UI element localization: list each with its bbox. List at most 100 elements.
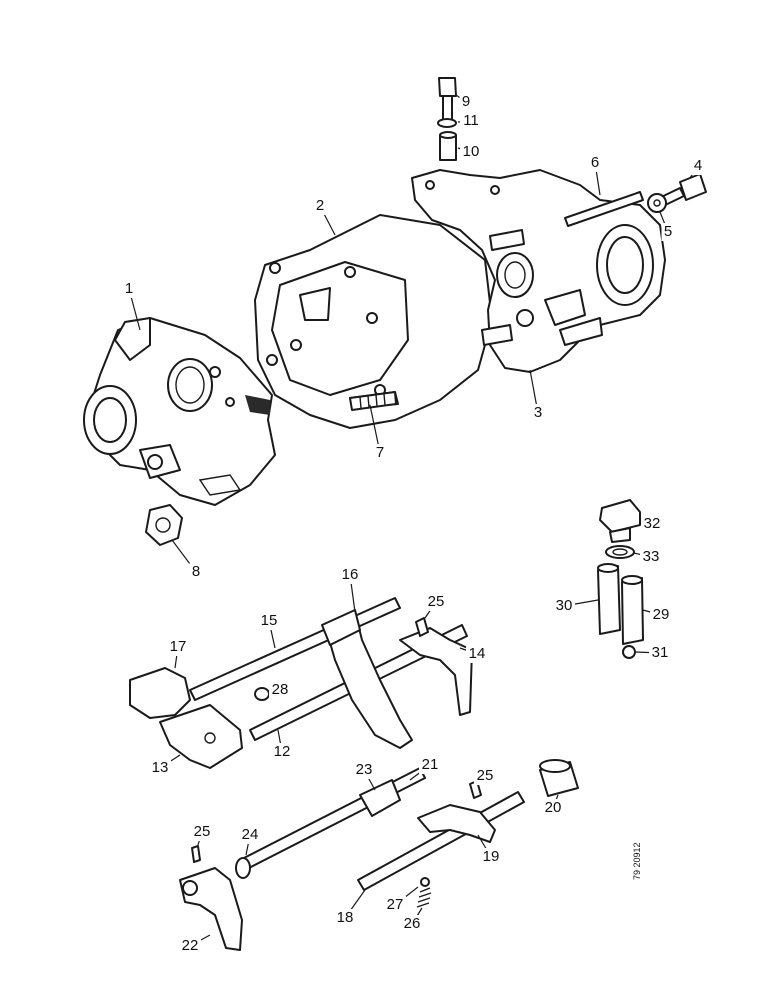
- callout-label: 30: [556, 597, 573, 614]
- callout-label: 28: [272, 681, 289, 698]
- callout-label: 32: [644, 515, 661, 532]
- part-17-selector-bracket: [129, 667, 191, 719]
- callout-label: 33: [643, 548, 660, 565]
- callout-label: 24: [242, 826, 259, 843]
- part-23-selector-block: [359, 779, 401, 817]
- callout-label: 22: [182, 937, 199, 954]
- callout-label: 16: [342, 566, 359, 583]
- callout-label-bg: [474, 767, 496, 785]
- part-9-bolt: [438, 77, 457, 121]
- callout-label-bg: [239, 826, 261, 844]
- callout-label-bg: [649, 644, 671, 662]
- part-24-circlip: [235, 857, 251, 879]
- part-20-bush: [539, 759, 579, 797]
- callout-label: 8: [192, 563, 200, 580]
- callout-label: 25: [194, 823, 211, 840]
- callout-label: 4: [694, 157, 702, 174]
- part-28-interlock-pin: [254, 687, 270, 701]
- callout-label-bg: [339, 566, 361, 584]
- callout-label: 18: [337, 909, 354, 926]
- callout-label-bg: [588, 154, 602, 172]
- callout-label: 29: [653, 606, 670, 623]
- part-6-long-bolt: [564, 191, 644, 227]
- part-31-ball: [622, 645, 636, 659]
- drawing-reference: 79 20912: [632, 842, 642, 880]
- callout-label-bg: [553, 597, 575, 615]
- callout-label: 17: [170, 638, 187, 655]
- callout-label: 23: [356, 761, 373, 778]
- callout-label: 26: [404, 915, 421, 932]
- callout-label: 27: [387, 896, 404, 913]
- part-27-ball: [420, 877, 430, 887]
- callout-label-bg: [122, 280, 136, 298]
- part-22-selector-fork: [179, 867, 243, 951]
- callout-label-bg: [425, 593, 447, 611]
- part-32-switch: [599, 499, 641, 543]
- callout-label: 7: [376, 444, 384, 461]
- callout-label-bg: [460, 143, 482, 161]
- part-25-roll-pin-b: [191, 845, 201, 863]
- part-11-washer: [437, 118, 457, 128]
- callout-label: 20: [545, 799, 562, 816]
- part-19-selector-fork: [417, 804, 496, 843]
- callout-label-bg: [384, 896, 406, 914]
- part-13-selector-bracket: [159, 704, 243, 769]
- callout-label: 11: [463, 112, 479, 129]
- callout-label: 6: [591, 154, 599, 171]
- part-3-rear-housing: [411, 169, 666, 373]
- callout-label-bg: [480, 848, 502, 866]
- callout-label: 10: [463, 143, 480, 160]
- callout-labels: 1234567891011121314151617181920212223242…: [122, 93, 705, 955]
- part-29-plunger: [621, 575, 644, 645]
- callout-label-bg: [641, 515, 663, 533]
- callout-label-bg: [334, 909, 356, 927]
- part-8-nut: [145, 504, 183, 546]
- callout-label: 31: [652, 644, 669, 661]
- part-10-sleeve: [439, 131, 457, 161]
- part-4-bolt: [654, 173, 707, 209]
- callout-label-bg: [191, 823, 213, 841]
- callout-label: 9: [462, 93, 470, 110]
- callout-label-bg: [531, 404, 545, 422]
- callout-label: 3: [534, 404, 542, 421]
- callout-label-bg: [650, 606, 672, 624]
- callout-label-bg: [167, 638, 189, 656]
- part-26-spring: [416, 887, 432, 908]
- callout-label-bg: [466, 645, 488, 663]
- callout-label-bg: [313, 197, 327, 215]
- callout-label-bg: [691, 157, 705, 175]
- callout-label-bg: [271, 743, 293, 761]
- callout-label: 15: [261, 612, 278, 629]
- callout-label-bg: [640, 548, 662, 566]
- callout-label-bg: [353, 761, 375, 779]
- part-25-roll-pin-a: [415, 617, 429, 637]
- part-33-washer: [605, 545, 635, 559]
- part-2-adapter-plate: [254, 214, 493, 429]
- callout-label: 13: [152, 759, 169, 776]
- callout-label-bg: [401, 915, 423, 933]
- part-5-lock-washer: [647, 193, 667, 213]
- part-16-selector-fork: [321, 609, 413, 749]
- callout-label: 25: [428, 593, 445, 610]
- callout-label-bg: [460, 112, 482, 130]
- callout-label-bg: [419, 756, 441, 774]
- callout-label-bg: [269, 681, 291, 699]
- callout-label-bg: [179, 937, 201, 955]
- callout-label-bg: [373, 444, 387, 462]
- callout-label-bg: [149, 759, 171, 777]
- callout-label: 12: [274, 743, 291, 760]
- callout-label: 21: [422, 756, 439, 773]
- callout-label-bg: [258, 612, 280, 630]
- callout-label-bg: [189, 563, 203, 581]
- part-21-selector-rod: [239, 767, 426, 871]
- callout-label: 14: [469, 645, 486, 662]
- callout-label: 25: [477, 767, 494, 784]
- callout-label: 1: [125, 280, 133, 297]
- callout-label: 2: [316, 197, 324, 214]
- part-30-plunger: [597, 563, 621, 635]
- callout-label: 19: [483, 848, 500, 865]
- callout-label-bg: [542, 799, 564, 817]
- part-14-selector-fork: [399, 627, 473, 716]
